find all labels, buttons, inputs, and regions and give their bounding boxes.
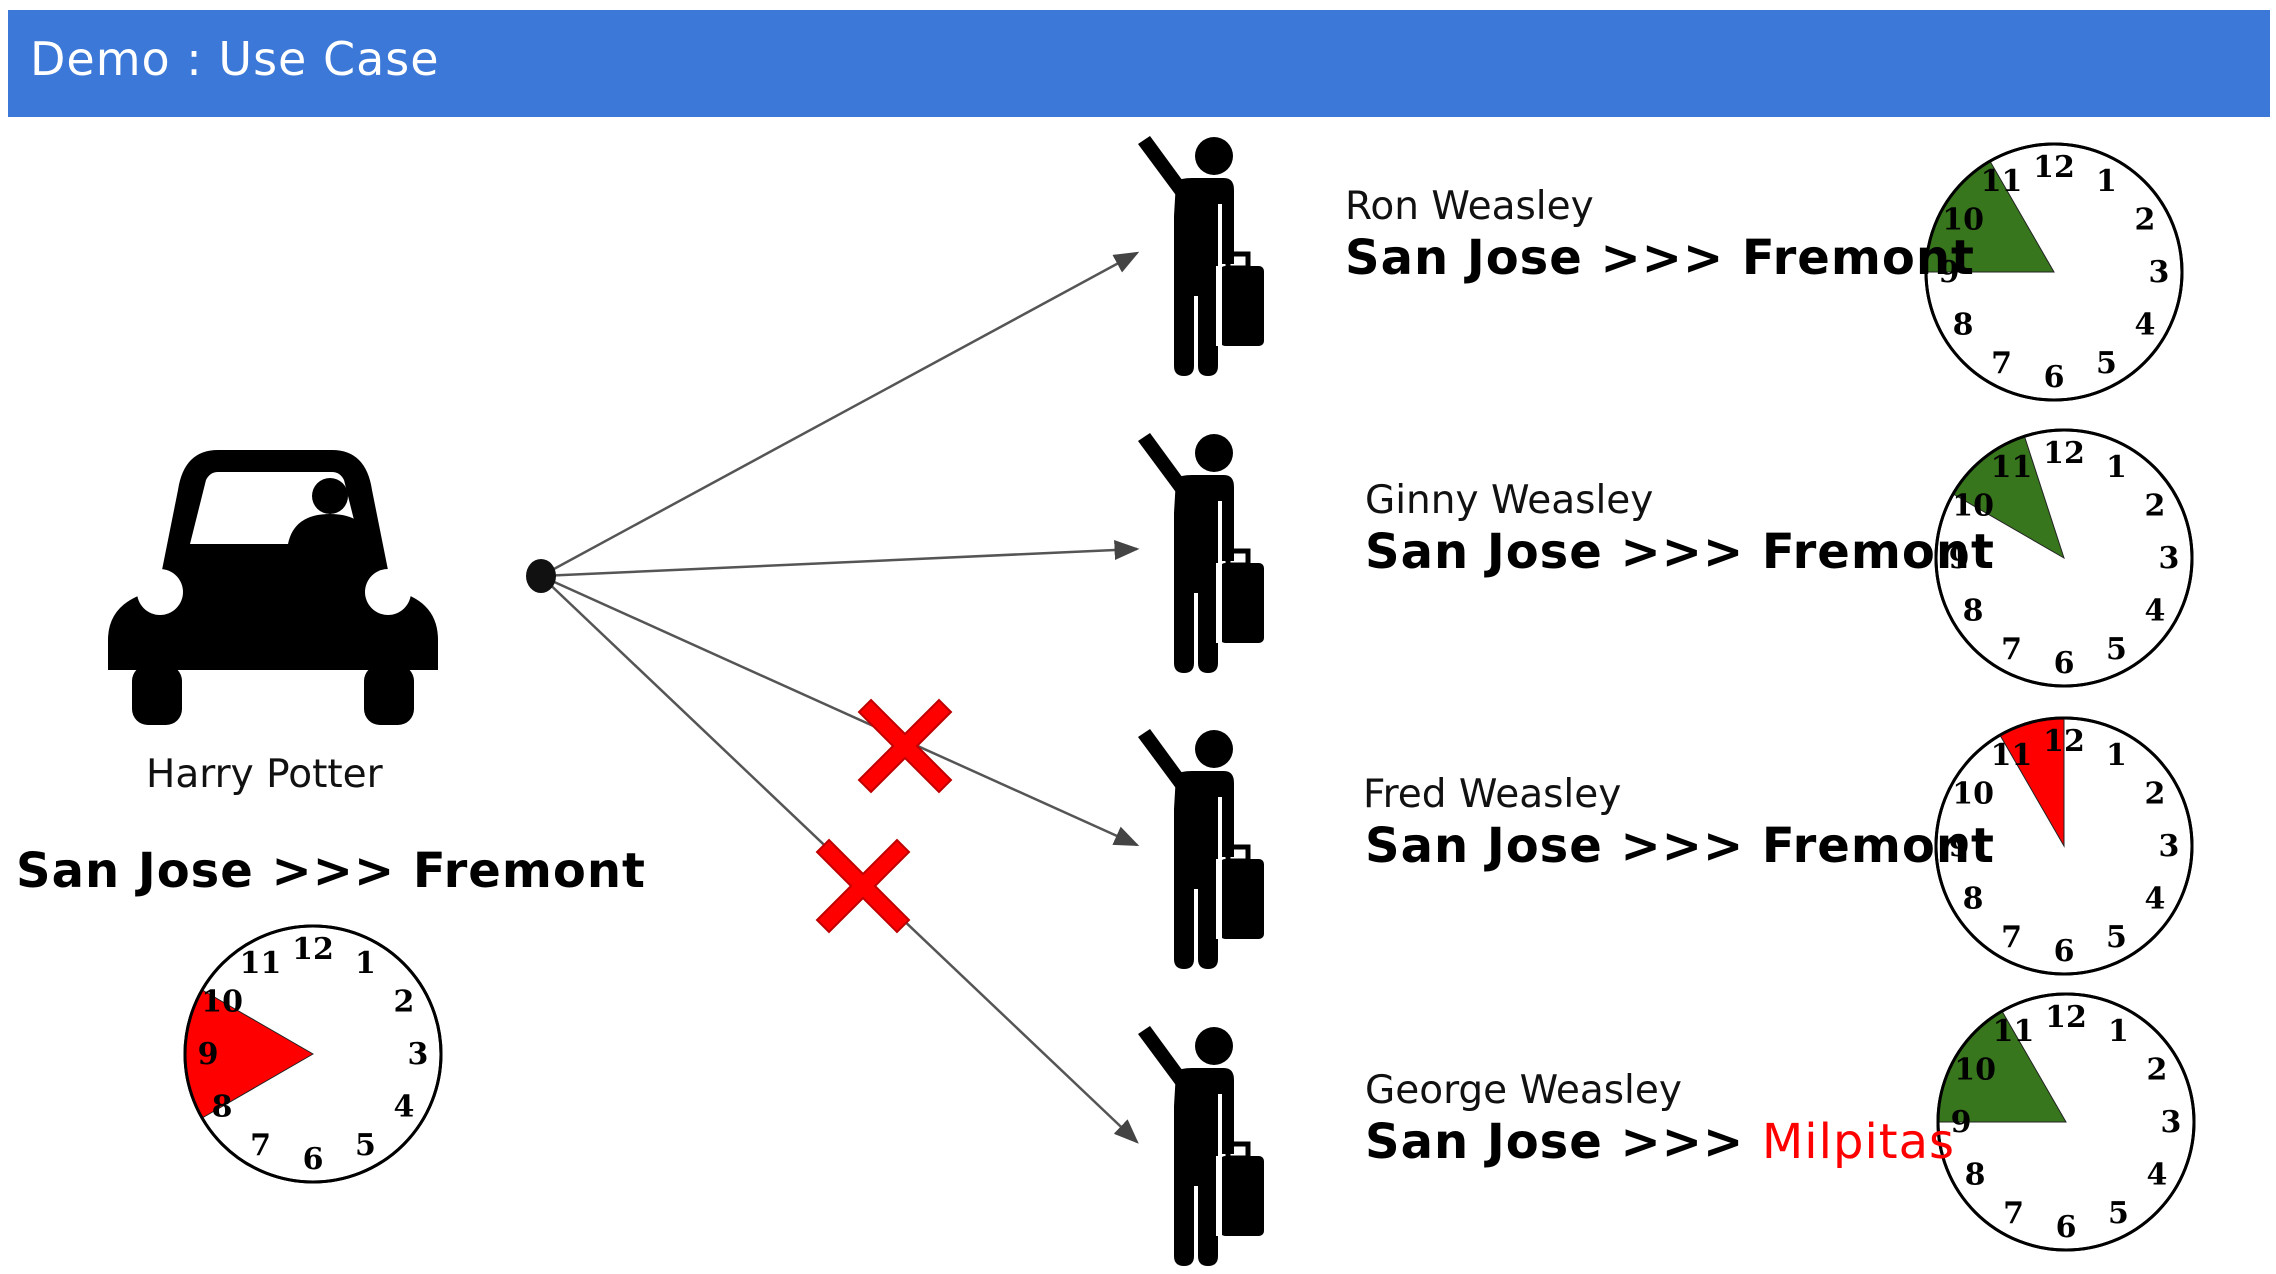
clock-number: 9	[1951, 1105, 1972, 1140]
clock-number: 12	[2043, 724, 2085, 759]
red-x-icon	[815, 838, 911, 934]
clock-number: 10	[1952, 777, 1994, 812]
route-destination: Fremont	[1741, 230, 1975, 286]
route-origin: San Jose >>>	[1365, 524, 1762, 580]
clock-number: 5	[2096, 346, 2117, 381]
clock-number: 6	[2044, 360, 2065, 395]
clock-number: 11	[240, 946, 282, 981]
clock-number: 3	[2161, 1105, 2182, 1140]
route-origin: San Jose >>>	[1365, 818, 1762, 874]
clock-number: 11	[1991, 450, 2033, 485]
clock-number: 7	[2001, 920, 2022, 955]
clock-number: 12	[2033, 150, 2075, 185]
clock-number: 2	[2144, 489, 2165, 524]
clock-number: 6	[2054, 646, 2075, 681]
clock-number: 8	[1963, 881, 1984, 916]
clock-number: 8	[1953, 307, 1974, 342]
rider-route-fred: San Jose >>> Fremont	[1365, 818, 1995, 874]
hitchhiker-icon	[1138, 136, 1264, 376]
clock-number: 1	[355, 946, 376, 981]
clock-number: 12	[2045, 1000, 2087, 1035]
route-origin: San Jose >>>	[1345, 230, 1742, 286]
route-origin: San Jose >>>	[1365, 1114, 1762, 1170]
hitchhiker-icon	[1138, 729, 1264, 969]
rider-route-george: San Jose >>> Milpitas	[1365, 1114, 1955, 1170]
clock-number: 4	[393, 1089, 414, 1124]
arrow-to-ginny	[540, 540, 1140, 578]
clock-number: 12	[2043, 436, 2085, 471]
clock-number: 8	[1965, 1157, 1986, 1192]
clock-number: 5	[2108, 1196, 2129, 1231]
clock-number: 9	[1949, 829, 1970, 864]
clock-number: 4	[2144, 593, 2165, 628]
clock-number: 1	[2106, 738, 2127, 773]
clock-number: 4	[2134, 307, 2155, 342]
arrow-to-ron	[540, 251, 1140, 578]
driver-route: San Jose >>> Fremont	[16, 843, 646, 899]
clock-number: 6	[303, 1142, 324, 1177]
title-banner: Demo : Use Case	[8, 10, 2270, 117]
hitchhiker-icon	[1138, 433, 1264, 673]
clock-number: 10	[201, 985, 243, 1020]
clock-number: 12	[292, 932, 334, 967]
clock-number: 10	[1942, 203, 1984, 238]
hitchhiker-icon	[1138, 1026, 1264, 1266]
clock-number: 3	[408, 1037, 429, 1072]
route-destination: Fremont	[1761, 524, 1995, 580]
clock-number: 4	[2146, 1157, 2167, 1192]
clock-number: 9	[198, 1037, 219, 1072]
clock-number: 4	[2144, 881, 2165, 916]
clock-number: 5	[2106, 632, 2127, 667]
clock-number: 6	[2054, 934, 2075, 969]
clock-number: 1	[2096, 164, 2117, 199]
clock-number: 2	[2144, 777, 2165, 812]
clock-number: 11	[1993, 1014, 2035, 1049]
slide-title: Demo : Use Case	[30, 32, 440, 86]
clock-number: 3	[2149, 255, 2170, 290]
clock-number: 2	[2146, 1053, 2167, 1088]
rider-route-ginny: San Jose >>> Fremont	[1365, 524, 1995, 580]
clock-number: 11	[1991, 738, 2033, 773]
clock-number: 5	[355, 1128, 376, 1163]
connection-lines	[540, 251, 1140, 1144]
arrow-to-fred	[540, 574, 1140, 847]
clock-number: 8	[1963, 593, 1984, 628]
rider-name-ginny: Ginny Weasley	[1365, 478, 1654, 523]
origin-node	[526, 559, 556, 593]
clock-number: 7	[2003, 1196, 2024, 1231]
clock-number: 10	[1952, 489, 1994, 524]
route-destination: Milpitas	[1761, 1114, 1956, 1170]
clock-number: 1	[2108, 1014, 2129, 1049]
rider-route-ron: San Jose >>> Fremont	[1345, 230, 1975, 286]
rider-name-george: George Weasley	[1365, 1068, 1682, 1113]
rider-name-ron: Ron Weasley	[1345, 184, 1594, 229]
clock-number: 3	[2159, 541, 2180, 576]
clock-number: 7	[250, 1128, 271, 1163]
clock-number: 9	[1949, 541, 1970, 576]
clock-number: 7	[2001, 632, 2022, 667]
driver-name: Harry Potter	[146, 752, 383, 797]
clock-number: 11	[1981, 164, 2023, 199]
clock-number: 2	[393, 985, 414, 1020]
clock-number: 10	[1954, 1053, 1996, 1088]
clock-number: 5	[2106, 920, 2127, 955]
clock-number: 7	[1991, 346, 2012, 381]
clock-number: 6	[2056, 1210, 2077, 1245]
rider-name-fred: Fred Weasley	[1363, 772, 1622, 817]
clock-number: 9	[1939, 255, 1960, 290]
route-destination: Fremont	[1761, 818, 1995, 874]
red-x-icon	[857, 698, 953, 794]
clock-number: 3	[2159, 829, 2180, 864]
clock-number: 8	[212, 1089, 233, 1124]
clock-number: 1	[2106, 450, 2127, 485]
clock-number: 2	[2134, 203, 2155, 238]
car-icon	[108, 450, 438, 725]
